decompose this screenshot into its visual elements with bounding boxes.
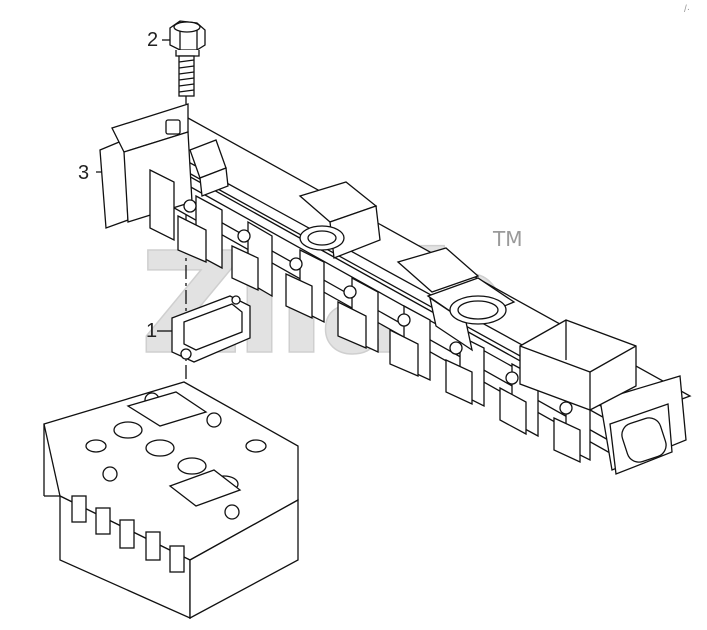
manifold-bosses [183,199,573,415]
callout-manifold: 3 [78,162,90,184]
callout-gasket: 1 [146,320,158,342]
cylinder-head-part [43,381,299,620]
callout-bolt: 2 [147,29,159,51]
corner-mark: /· [684,4,690,15]
manifold-port-flanges [177,214,581,464]
gasket-part [171,295,251,363]
manifold-part [99,103,692,475]
watermark-trademark: TM [492,227,522,251]
bolt-part [169,20,206,97]
